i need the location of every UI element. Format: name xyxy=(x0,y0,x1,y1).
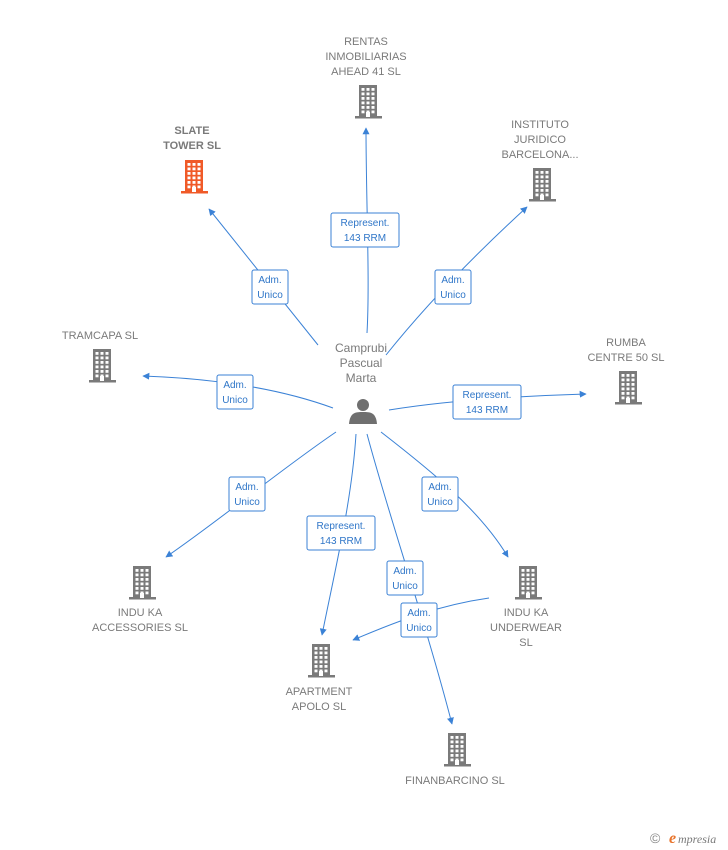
company-name: RUMBA xyxy=(606,337,646,349)
company-node-apolo[interactable]: APARTMENT APOLO SL xyxy=(286,644,353,713)
edge-label-text: Adm. xyxy=(223,380,246,391)
company-name: AHEAD 41 SL xyxy=(331,66,401,78)
building-icon xyxy=(515,566,542,600)
edge-label-box[interactable] xyxy=(386,560,424,596)
company-name: UNDERWEAR xyxy=(490,622,562,634)
edge-label-text: Adm. xyxy=(441,275,464,286)
relation-edge: Adm. Unico xyxy=(366,433,454,725)
company-node-indu-und[interactable]: INDU KA UNDERWEAR SL xyxy=(490,566,562,649)
edge-label-text: Represent. xyxy=(341,218,390,229)
company-name: BARCELONA... xyxy=(501,149,578,161)
edge-label-text: Unico xyxy=(222,395,248,406)
company-node-finan[interactable]: FINANBARCINO SL xyxy=(405,733,505,787)
relation-edge: Adm. Unico xyxy=(165,431,337,558)
building-icon xyxy=(355,85,382,119)
company-name: APOLO SL xyxy=(292,701,346,713)
copyright-symbol: © xyxy=(650,830,661,846)
building-icon xyxy=(181,160,208,194)
company-name: SLATE xyxy=(174,125,209,137)
edge-label-text: Unico xyxy=(234,497,260,508)
relation-edge: Represent. 143 RRM xyxy=(306,433,376,636)
edge-label-text: 143 RRM xyxy=(466,405,508,416)
edge-label-box[interactable] xyxy=(330,212,400,248)
building-icon xyxy=(529,168,556,202)
company-name: ACCESSORIES SL xyxy=(92,622,188,634)
company-name: INSTITUTO xyxy=(511,119,569,131)
edge-label-text: Unico xyxy=(440,290,466,301)
company-name: INMOBILIARIAS xyxy=(325,51,406,63)
edge-label-box[interactable] xyxy=(251,269,289,305)
edge-label-text: Unico xyxy=(392,581,418,592)
building-icon xyxy=(89,349,116,383)
company-name: FINANBARCINO SL xyxy=(405,775,505,787)
person-name: Marta xyxy=(346,371,377,385)
building-icon xyxy=(129,566,156,600)
edge-label-box[interactable] xyxy=(216,374,254,410)
company-name: CENTRE 50 SL xyxy=(587,352,664,364)
edge-label-text: Represent. xyxy=(463,390,512,401)
edge-label-text: Adm. xyxy=(428,482,451,493)
edge-label-text: 143 RRM xyxy=(344,233,386,244)
edge-label-box[interactable] xyxy=(228,476,266,512)
building-icon xyxy=(615,371,642,405)
relation-edge: Represent. 143 RRM xyxy=(330,127,400,334)
company-name: TRAMCAPA SL xyxy=(62,330,138,342)
company-name: SL xyxy=(519,637,532,649)
edge-label-box[interactable] xyxy=(400,602,438,638)
edge-label-text: Adm. xyxy=(407,608,430,619)
edge-label-text: Unico xyxy=(257,290,283,301)
company-node-instituto[interactable]: INSTITUTO JURIDICO BARCELONA... xyxy=(501,119,579,202)
edge-label-box[interactable] xyxy=(452,384,522,420)
edge-label-box[interactable] xyxy=(434,269,472,305)
company-name: JURIDICO xyxy=(514,134,566,146)
company-node-indu-acc[interactable]: INDU KA ACCESSORIES SL xyxy=(92,566,188,634)
edge-label-text: Unico xyxy=(427,497,453,508)
building-icon xyxy=(444,733,471,767)
edge-label-box[interactable] xyxy=(421,476,459,512)
edge-label-text: 143 RRM xyxy=(320,536,362,547)
brand-name: mpresia xyxy=(678,832,716,846)
relation-edge: Adm. Unico xyxy=(385,206,528,356)
edge-label-text: Adm. xyxy=(258,275,281,286)
company-name: INDU KA xyxy=(118,607,163,619)
person-name: Camprubi xyxy=(335,341,387,355)
company-node-rentas[interactable]: RENTAS INMOBILIARIAS AHEAD 41 SL xyxy=(325,36,407,119)
edge-label-text: Adm. xyxy=(393,566,416,577)
person-name: Pascual xyxy=(340,356,383,370)
company-name: APARTMENT xyxy=(286,686,353,698)
relation-edge: Adm. Unico xyxy=(208,208,319,346)
company-name: TOWER SL xyxy=(163,140,221,152)
brand-initial: e xyxy=(669,830,676,847)
company-name: RENTAS xyxy=(344,36,388,48)
edge-label-box[interactable] xyxy=(306,515,376,551)
company-node-slate[interactable]: SLATE TOWER SL xyxy=(163,125,221,194)
relation-edge: Represent. 143 RRM xyxy=(388,384,587,420)
relation-edge: Adm. Unico xyxy=(352,597,490,641)
edge-label-text: Adm. xyxy=(235,482,258,493)
company-node-tramcapa[interactable]: TRAMCAPA SL xyxy=(62,330,138,383)
company-name: INDU KA xyxy=(504,607,549,619)
relation-edge: Adm. Unico xyxy=(142,372,334,410)
empresia-watermark: © e mpresia xyxy=(650,830,716,847)
edge-label-text: Unico xyxy=(406,623,432,634)
company-node-rumba[interactable]: RUMBA CENTRE 50 SL xyxy=(587,337,665,405)
edge-label-text: Represent. xyxy=(317,521,366,532)
relation-edge: Adm. Unico xyxy=(380,431,509,558)
person-icon xyxy=(349,399,377,424)
building-icon xyxy=(308,644,335,678)
